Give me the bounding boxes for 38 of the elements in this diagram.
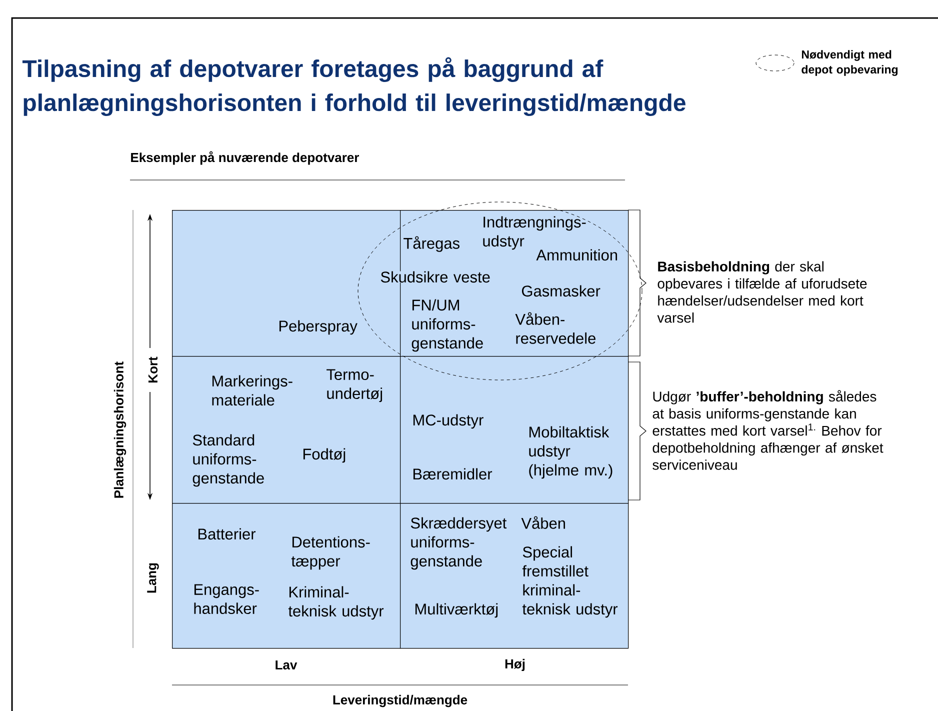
grid-cell — [172, 503, 401, 649]
grid-cell — [400, 356, 629, 504]
grid-cell — [400, 503, 629, 649]
grid-cell — [380, 210, 629, 357]
item-label: Batterier — [198, 528, 256, 540]
item-label: Fodtøj — [303, 448, 346, 463]
item-label: Standard uniforms- genstande — [192, 434, 264, 487]
item-label: FN/UM uniforms- genstande — [412, 299, 483, 352]
item-label: Skræddersyet uniforms- genstande — [410, 517, 507, 570]
item-label: MC-udstyr — [413, 414, 484, 429]
item-label: Detentions- tæpper — [291, 536, 370, 570]
item-label: Skudsikre veste — [380, 271, 490, 283]
item-label: Tåregas — [404, 236, 460, 252]
item-label: Bæremidler — [413, 468, 492, 480]
item-label: Termo- undertøj — [326, 369, 382, 402]
text-label: Planlægningshorisont — [114, 362, 126, 498]
item-label: Special fremstillet kriminal- teknisk udstyr — [522, 546, 618, 618]
item-label: Multiværktøj — [415, 603, 498, 618]
item-label: Gasmasker — [522, 285, 600, 297]
item-label: Våben — [521, 516, 565, 529]
title: Tilpasning af depotvarer foretages på baggrund af planlægningshorisonten i forhold til leveringstid/mængde — [22, 57, 686, 116]
item-label: Mobiltaktisk udstyr (hjelme mv.) — [529, 426, 612, 479]
item-label: Markerings- materiale — [212, 375, 292, 406]
item-label: Våben- reservedele — [515, 312, 596, 344]
item-label: Ammunition — [536, 249, 618, 261]
grid-cell — [172, 356, 401, 504]
text-label: Eksempler på nuværende depotvarer — [131, 151, 360, 165]
text-label: Lav — [276, 660, 298, 670]
text-label: Kort — [148, 356, 158, 382]
item-label: Peberspray — [279, 320, 358, 335]
item-label: Engangs- handsker — [194, 584, 259, 614]
item-label: Kriminal- teknisk udstyr — [288, 586, 384, 620]
text-label: Lang — [147, 563, 159, 593]
item-label: Indtrængnings- udstyr — [483, 216, 586, 250]
text-label: Udgør ’buffer’-beholdning således at basis uniforms-genstande kan erstattes med kort varsel$^{1.}$ Behov for depotbeholdning afhænger af ønsket serviceniveau — [652, 390, 884, 470]
text-label: Basisbeholdning der skal opbevares i tilfælde af uforudsete hændelser/udsendelser med kort varsel — [657, 261, 867, 323]
legend-text: Nødvendigt med depot opbevaring — [802, 50, 898, 76]
text-label: Leveringstid/mængde — [333, 694, 468, 708]
